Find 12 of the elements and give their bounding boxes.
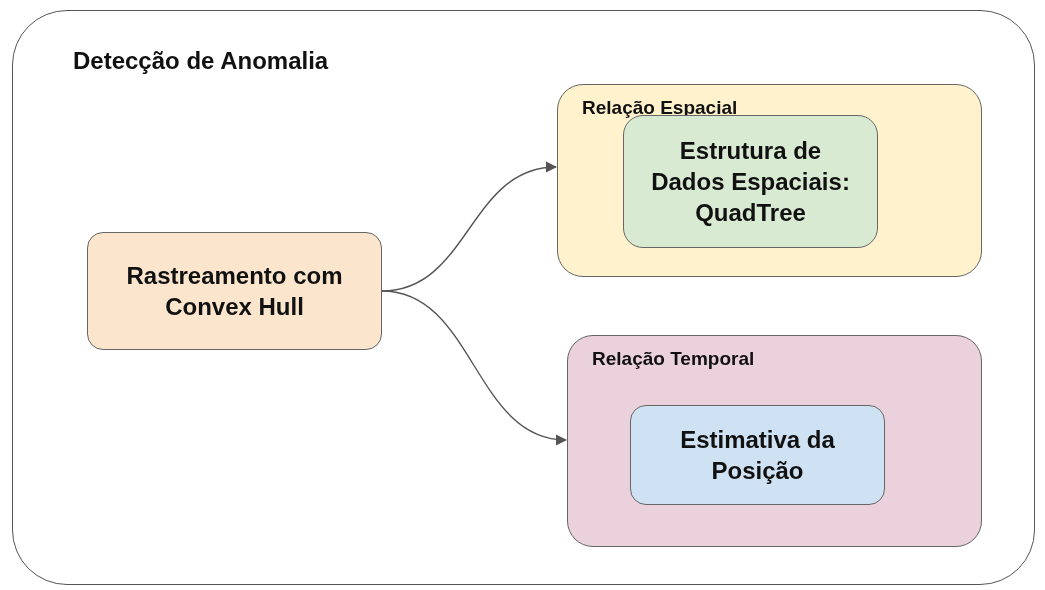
process-box [630,405,885,505]
process-box [87,232,382,350]
box-label: Estrutura de Dados Espaciais: QuadTree [650,135,851,229]
group-box [557,84,982,277]
group-box [12,10,1035,585]
group-box [567,335,982,547]
arrow [381,290,568,445]
group-heading: Relação Temporal [592,348,755,370]
group-heading: Relação Espacial [582,97,738,119]
box-label: Estimativa da Posição [679,424,836,486]
box-label: Rastreamento com Convex Hull [125,260,344,322]
group-heading: Detecção de Anomalia [73,47,329,75]
